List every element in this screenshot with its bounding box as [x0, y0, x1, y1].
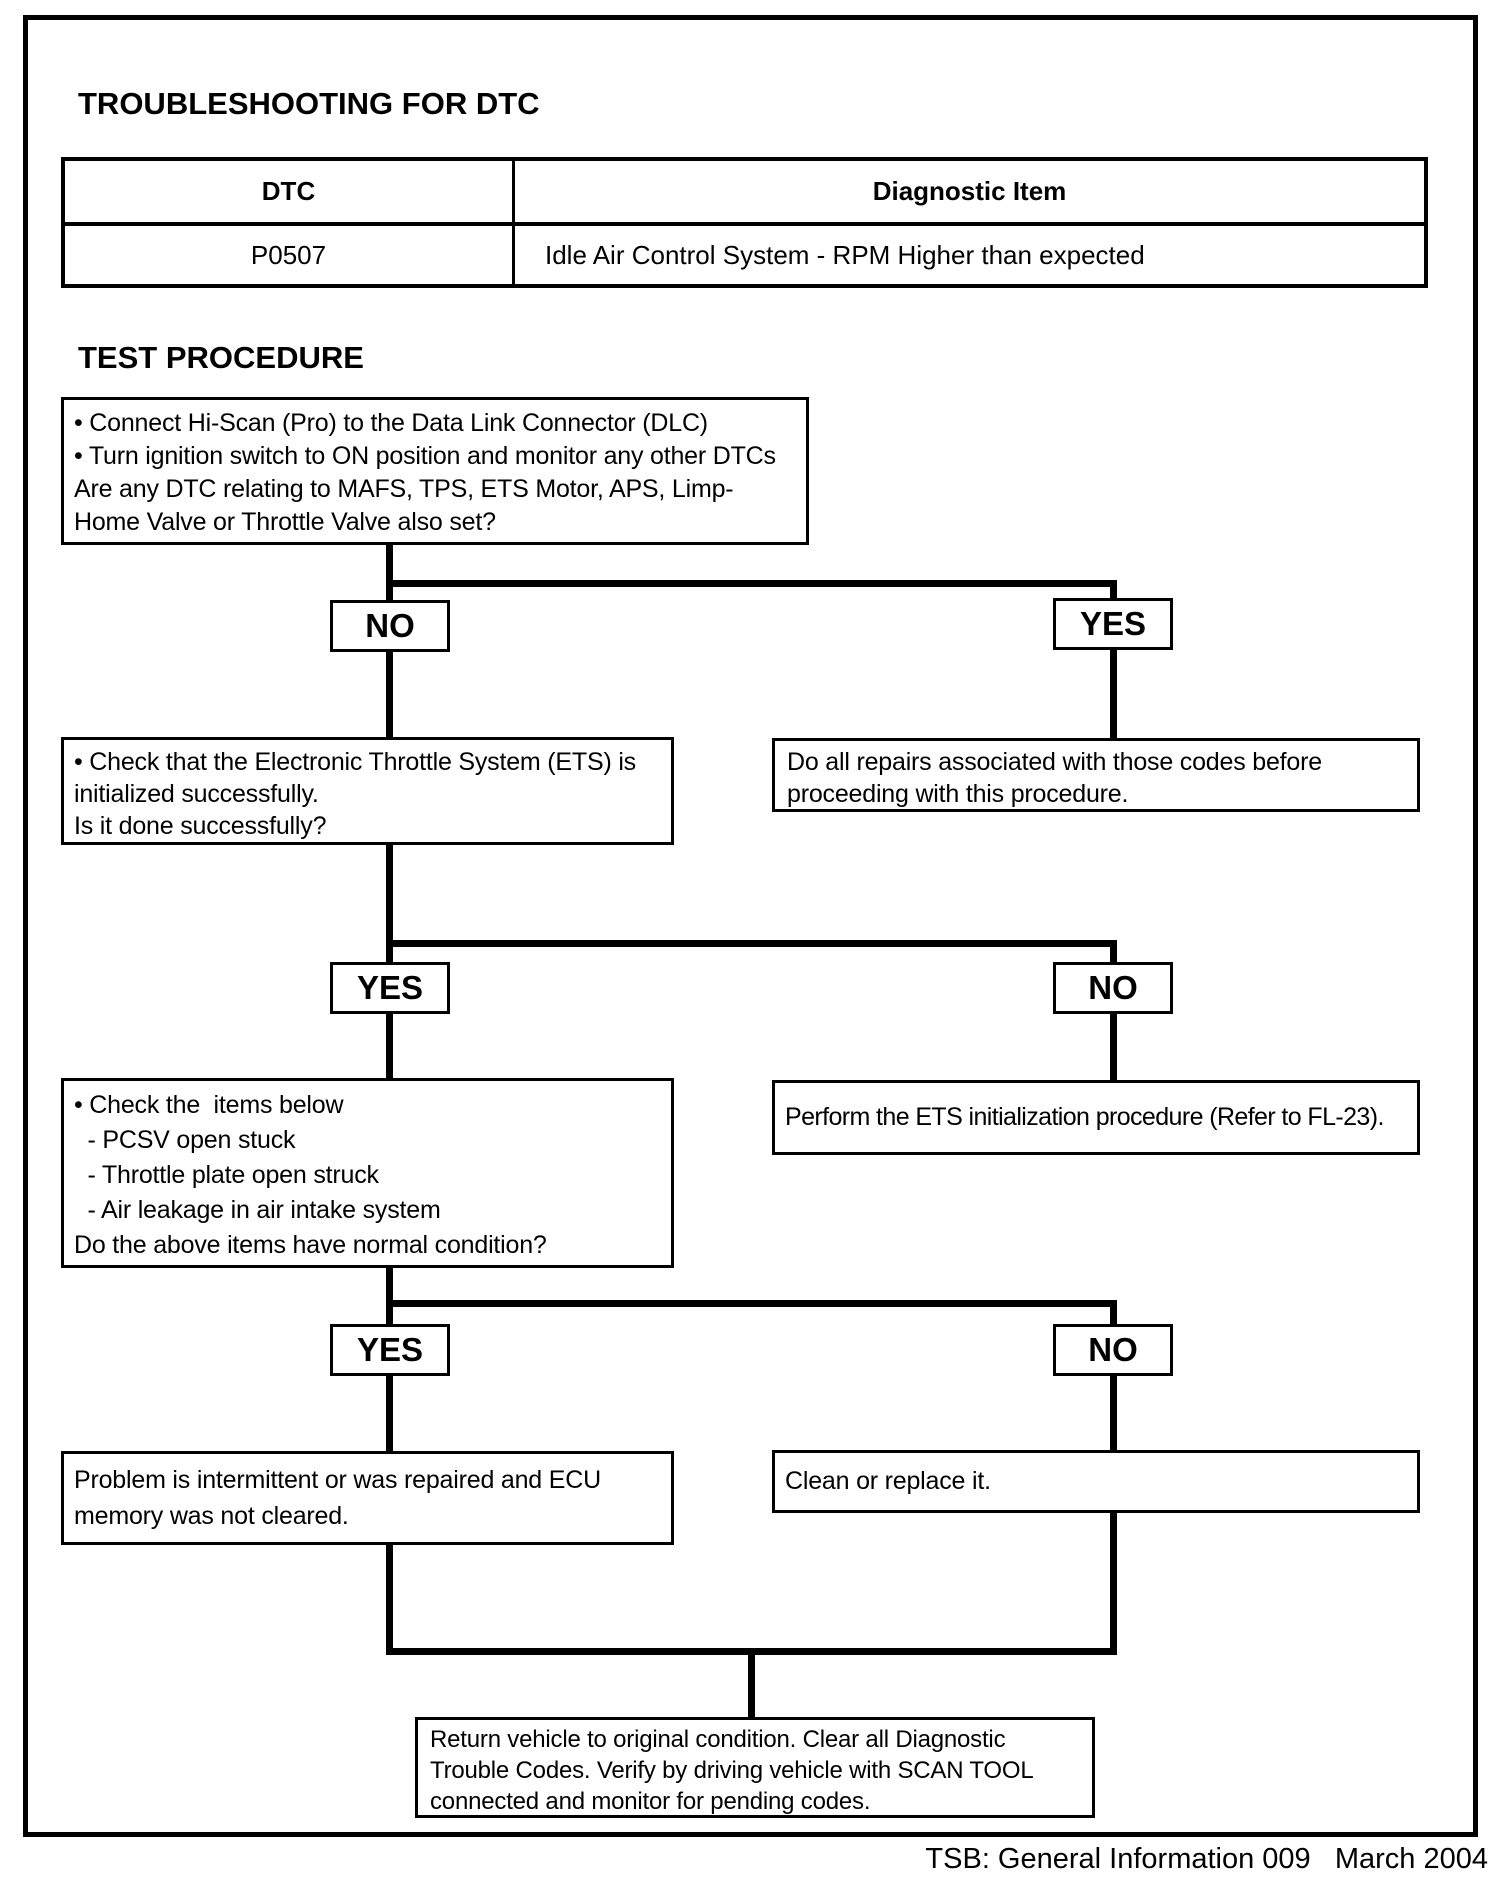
- connector-end-stem: [748, 1648, 755, 1717]
- connector-split3: [386, 1300, 1117, 1307]
- decision1-yes-label: YES: [1053, 598, 1173, 650]
- decision2-no-label: NO: [1053, 962, 1173, 1014]
- connector-start-stem: [386, 545, 393, 583]
- perform-ets-initialization-box: Perform the ETS initialization procedure…: [772, 1080, 1420, 1155]
- connector-split2: [386, 940, 1117, 947]
- connector-no3-bottom: [1110, 1376, 1117, 1450]
- end-box: Return vehicle to original condition. Cl…: [415, 1717, 1095, 1818]
- connector-leftbox1-stem: [386, 845, 393, 943]
- connector-no3-top: [1110, 1300, 1117, 1326]
- connector-yes1-top: [1110, 580, 1117, 600]
- diagnostic-item-cell: Idle Air Control System - RPM Higher tha…: [512, 222, 1428, 288]
- decision2-yes-label: YES: [330, 962, 450, 1014]
- test-procedure-heading: TEST PROCEDURE: [78, 340, 364, 375]
- connector-rightbox3-stem: [1110, 1513, 1117, 1655]
- page-border-frame: [23, 15, 1478, 1837]
- connector-yes3-top: [386, 1300, 393, 1326]
- do-all-repairs-box: Do all repairs associated with those cod…: [772, 738, 1420, 812]
- dtc-table-data-row: P0507 Idle Air Control System - RPM High…: [61, 222, 1428, 288]
- check-ets-initialized-box: • Check that the Electronic Throttle Sys…: [61, 737, 674, 845]
- connector-yes2-top: [386, 940, 393, 964]
- start-box: • Connect Hi-Scan (Pro) to the Data Link…: [61, 397, 809, 545]
- dtc-column-header: DTC: [61, 157, 515, 226]
- problem-intermittent-box: Problem is intermittent or was repaired …: [61, 1451, 674, 1545]
- connector-no1-bottom: [386, 652, 393, 737]
- decision3-yes-label: YES: [330, 1324, 450, 1376]
- check-items-below-box: • Check the items below - PCSV open stuc…: [61, 1078, 674, 1268]
- connector-no1-top: [386, 580, 393, 602]
- connector-split1: [386, 580, 1117, 587]
- connector-yes3-bottom: [386, 1376, 393, 1451]
- page-title: TROUBLESHOOTING FOR DTC: [78, 86, 540, 121]
- decision3-no-label: NO: [1053, 1324, 1173, 1376]
- dtc-code-cell: P0507: [61, 222, 515, 288]
- connector-yes1-bottom: [1110, 650, 1117, 738]
- dtc-table: DTC Diagnostic Item P0507 Idle Air Contr…: [61, 157, 1428, 288]
- diagnostic-item-column-header: Diagnostic Item: [512, 157, 1428, 226]
- dtc-table-header-row: DTC Diagnostic Item: [61, 157, 1428, 226]
- connector-yes2-bottom: [386, 1014, 393, 1078]
- connector-no2-top: [1110, 940, 1117, 964]
- connector-leftbox2-stem: [386, 1268, 393, 1303]
- connector-no2-bottom: [1110, 1014, 1117, 1080]
- clean-or-replace-box: Clean or replace it.: [772, 1450, 1420, 1513]
- decision1-no-label: NO: [330, 600, 450, 652]
- footer-tsb-reference: TSB: General Information 009 March 2004: [925, 1843, 1488, 1875]
- connector-leftbox3-stem: [386, 1545, 393, 1655]
